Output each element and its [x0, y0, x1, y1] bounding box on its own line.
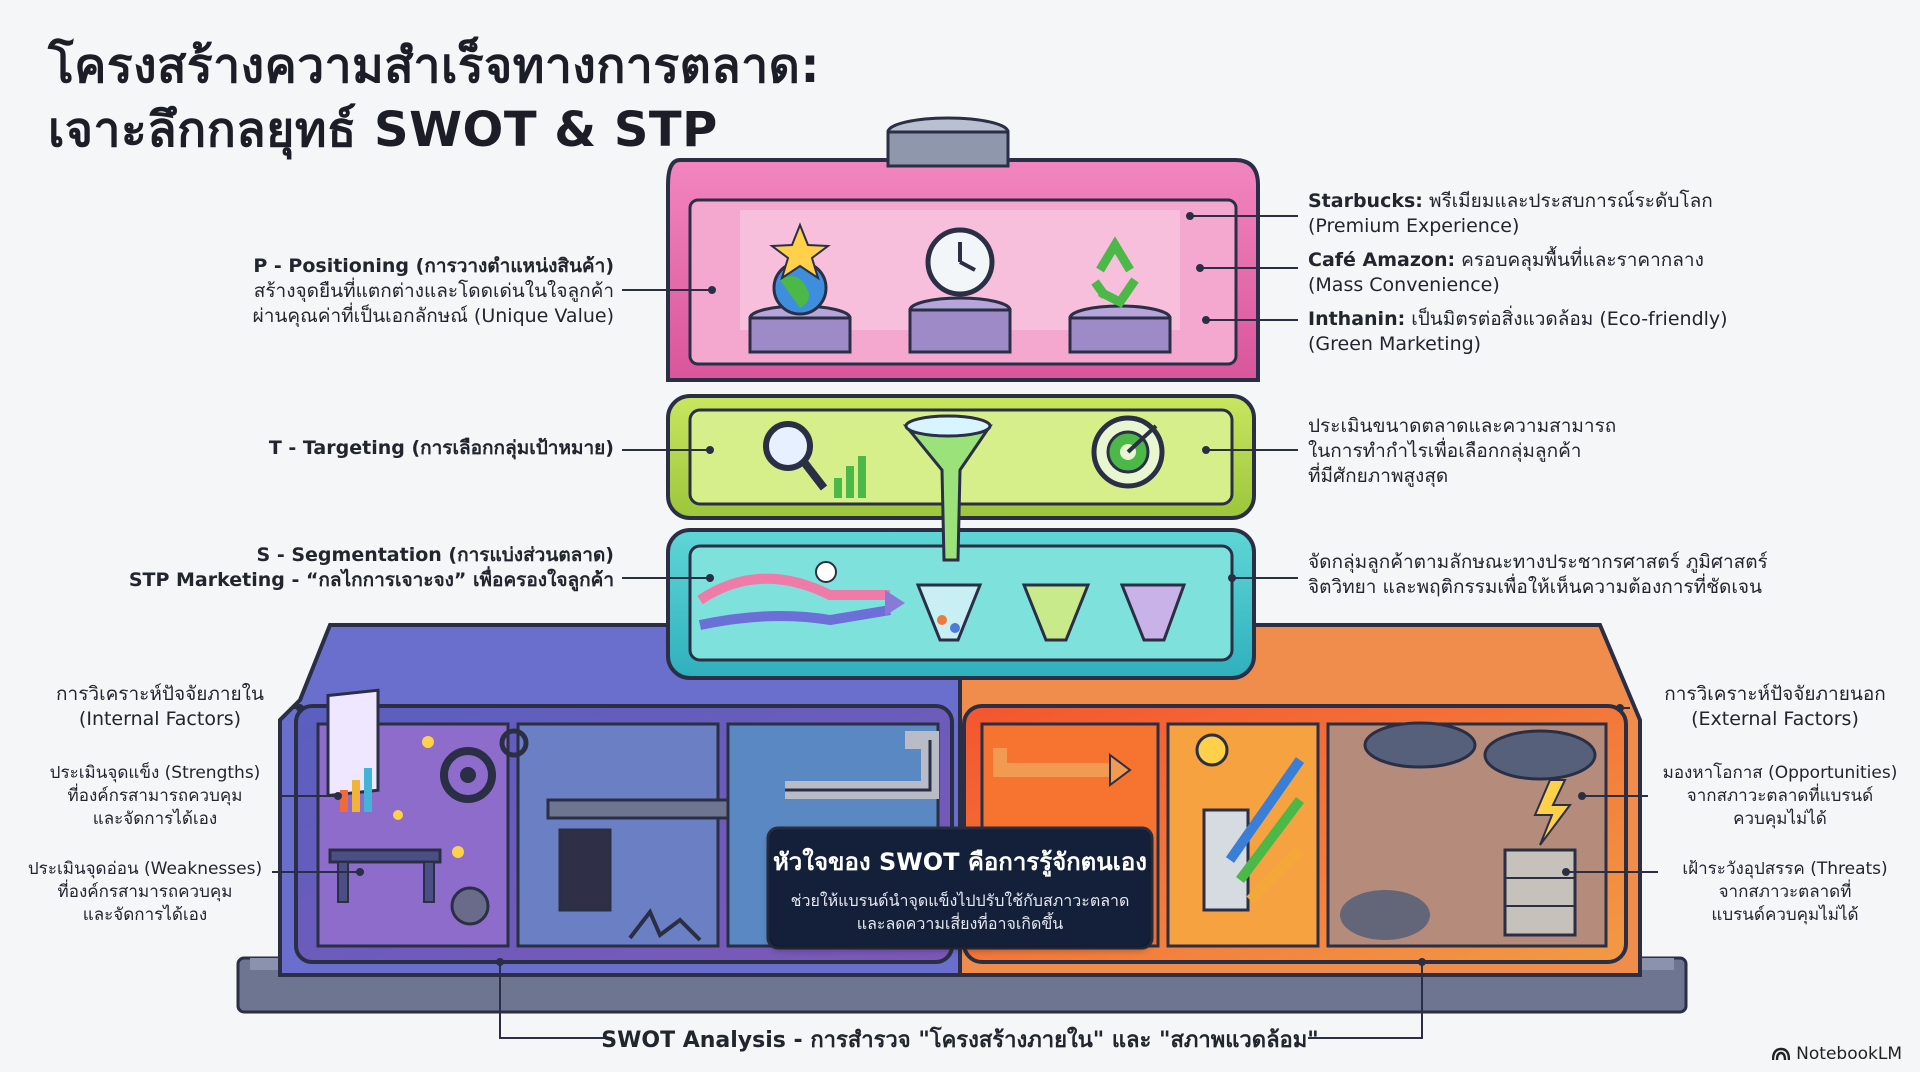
brand-label: NotebookLM [1796, 1044, 1902, 1064]
segmentation-line-1: จัดกลุ่มลูกค้าตามลักษณะทางประชากรศาสตร์ … [1308, 551, 1768, 573]
brand-name: Inthanin: [1308, 308, 1406, 330]
threats-line-1: เฝ้าระวังอุปสรรค (Threats) [1682, 859, 1888, 879]
swot-core-message: หัวใจของ SWOT คือการรู้จักตนเอง ช่วยให้แ… [770, 830, 1150, 946]
external-heading-2: (External Factors) [1691, 708, 1859, 730]
targeting-line-3: ที่มีศักยภาพสูงสุด [1308, 465, 1449, 487]
targeting-label: T - Targeting (การเลือกกลุ่มเป้าหมาย) [269, 436, 614, 461]
opportunities-label: มองหาโอกาส (Opportunities) จากสภาวะตลาดท… [1650, 762, 1910, 831]
brand-desc: ครอบคลุมพื้นที่และราคากลาง [1461, 249, 1704, 271]
threats-line-2: จากสภาวะตลาดที่ [1718, 882, 1852, 902]
weaknesses-label: ประเมินจุดอ่อน (Weaknesses) ที่องค์กรสาม… [20, 858, 270, 927]
opportunities-line-2: จากสภาวะตลาดที่แบรนด์ [1686, 786, 1874, 806]
segmentation-label: S - Segmentation (การแบ่งส่วนตลาด) STP M… [129, 543, 614, 593]
internal-heading-2: (Internal Factors) [78, 708, 242, 730]
brand-inthanin: Inthanin: เป็นมิตรต่อสิ่งแวดล้อม (Eco-fr… [1308, 307, 1728, 357]
brand-starbucks: Starbucks: พรีเมียมและประสบการณ์ระดับโลก… [1308, 189, 1713, 239]
targeting-block [666, 394, 1256, 562]
internal-factors-label: การวิเคราะห์ปัจจัยภายใน (Internal Factor… [40, 682, 280, 732]
swot-core-title: หัวใจของ SWOT คือการรู้จักตนเอง [772, 848, 1148, 876]
segmentation-block [666, 528, 1256, 680]
strengths-line-3: และจัดการได้เอง [92, 809, 218, 829]
strengths-line-1: ประเมินจุดแข็ง (Strengths) [49, 763, 261, 783]
notebooklm-icon [1772, 1047, 1791, 1061]
positioning-line-1: สร้างจุดยืนที่แตกต่างและโดดเด่นในใจลูกค้… [253, 280, 614, 302]
threats-line-3: แบรนด์ควบคุมไม่ได้ [1711, 905, 1859, 925]
swot-core-line-1: ช่วยให้แบรนด์นำจุดแข็งไปปรับใช้กับสภาวะต… [790, 891, 1130, 910]
weaknesses-line-3: และจัดการได้เอง [82, 905, 208, 925]
page-title: โครงสร้างความสำเร็จทางการตลาด: เจาะลึกกล… [48, 34, 948, 162]
external-heading-1: การวิเคราะห์ปัจจัยภายนอก [1664, 683, 1886, 705]
swot-core-line-2: และลดความเสี่ยงที่อาจเกิดขึ้น [856, 914, 1064, 933]
positioning-label: P - Positioning (การวางตำแหน่งสินค้า) สร… [253, 254, 614, 329]
positioning-heading: P - Positioning (การวางตำแหน่งสินค้า) [253, 255, 614, 277]
weaknesses-line-2: ที่องค์กรสามารถควบคุม [57, 882, 233, 902]
segmentation-heading: S - Segmentation (การแบ่งส่วนตลาด) [256, 544, 614, 566]
segmentation-description: จัดกลุ่มลูกค้าตามลักษณะทางประชากรศาสตร์ … [1308, 550, 1768, 600]
weaknesses-line-1: ประเมินจุดอ่อน (Weaknesses) [27, 859, 263, 879]
targeting-heading: T - Targeting (การเลือกกลุ่มเป้าหมาย) [268, 437, 614, 459]
targeting-line-2: ในการทำกำไรเพื่อเลือกกลุ่มลูกค้า [1308, 440, 1582, 462]
strengths-label: ประเมินจุดแข็ง (Strengths) ที่องค์กรสามา… [30, 762, 280, 831]
brand-name: Starbucks: [1308, 190, 1423, 212]
threats-label: เฝ้าระวังอุปสรรค (Threats) จากสภาวะตลาดท… [1660, 858, 1910, 927]
segmentation-line-2: จิตวิทยา และพฤติกรรมเพื่อให้เห็นความต้อง… [1308, 576, 1762, 598]
brand-name: Café Amazon: [1308, 249, 1456, 271]
external-factors-label: การวิเคราะห์ปัจจัยภายนอก (External Facto… [1640, 682, 1910, 732]
opportunities-line-3: ควบคุมไม่ได้ [1733, 809, 1827, 829]
targeting-line-1: ประเมินขนาดตลาดและความสามารถ [1308, 415, 1617, 437]
swot-analysis-caption: SWOT Analysis - การสำรวจ "โครงสร้างภายใน… [601, 1028, 1319, 1053]
internal-heading-1: การวิเคราะห์ปัจจัยภายใน [56, 683, 264, 705]
title-line-2: เจาะลึกกลยุทธ์ SWOT & STP [48, 102, 718, 158]
stp-marketing: STP Marketing - “กลไกการเจาะจง” เพื่อครอ… [128, 569, 614, 591]
brand-desc: พรีเมียมและประสบการณ์ระดับโลก [1428, 190, 1713, 212]
brand-sub: (Green Marketing) [1308, 333, 1482, 355]
positioning-line-2: ผ่านคุณค่าที่เป็นเอกลักษณ์ (Unique Value… [252, 305, 614, 327]
connector-lines [272, 212, 1658, 1039]
notebooklm-brand: NotebookLM [1772, 1044, 1902, 1064]
brand-desc: เป็นมิตรต่อสิ่งแวดล้อม (Eco-friendly) [1411, 308, 1728, 330]
brand-sub: (Mass Convenience) [1308, 274, 1500, 296]
title-line-1: โครงสร้างความสำเร็จทางการตลาด: [48, 38, 821, 94]
brand-cafe-amazon: Café Amazon: ครอบคลุมพื้นที่และราคากลาง … [1308, 248, 1704, 298]
targeting-description: ประเมินขนาดตลาดและความสามารถ ในการทำกำไร… [1308, 414, 1616, 489]
opportunities-line-1: มองหาโอกาส (Opportunities) [1662, 763, 1898, 783]
positioning-block [666, 116, 1260, 382]
brand-sub: (Premium Experience) [1308, 215, 1520, 237]
strengths-line-2: ที่องค์กรสามารถควบคุม [67, 786, 243, 806]
